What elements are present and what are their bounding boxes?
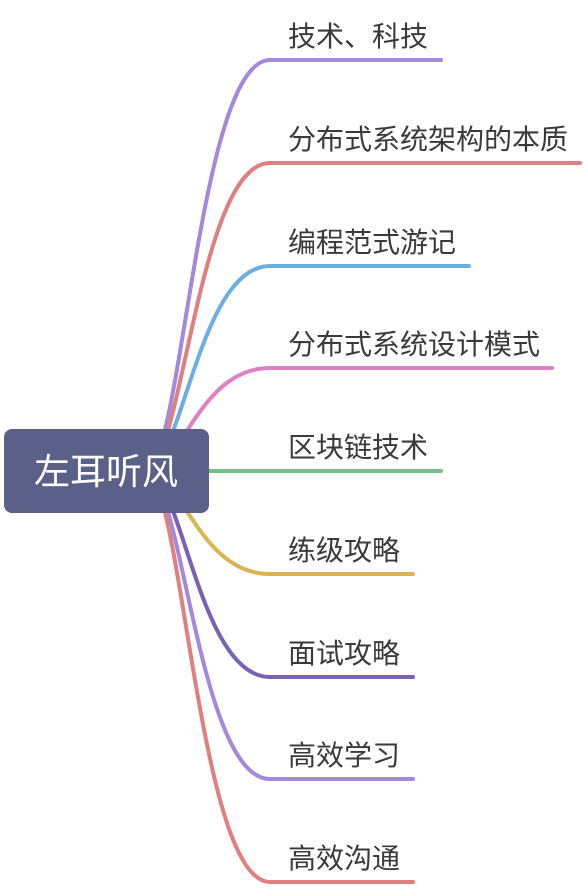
branch-label-7[interactable]: 面试攻略 xyxy=(288,637,400,670)
root-node-label: 左耳听风 xyxy=(34,452,178,493)
connector-2 xyxy=(143,161,272,473)
branch-label-5[interactable]: 区块链技术 xyxy=(288,431,428,464)
connector-8 xyxy=(143,469,272,781)
root-node[interactable]: 左耳听风 xyxy=(4,429,209,513)
underline-layer xyxy=(268,58,582,884)
branch-label-9[interactable]: 高效沟通 xyxy=(288,842,400,875)
root-node-box[interactable] xyxy=(4,429,209,513)
branch-label-3[interactable]: 编程范式游记 xyxy=(288,226,456,259)
branch-label-layer: 技术、科技分布式系统架构的本质编程范式游记分布式系统设计模式区块链技术练级攻略面… xyxy=(288,20,568,875)
branch-label-8[interactable]: 高效学习 xyxy=(288,739,400,772)
branch-label-6[interactable]: 练级攻略 xyxy=(288,534,400,567)
branch-label-4[interactable]: 分布式系统设计模式 xyxy=(288,328,540,361)
branch-label-2[interactable]: 分布式系统架构的本质 xyxy=(288,123,568,156)
branch-label-1[interactable]: 技术、科技 xyxy=(288,20,428,53)
